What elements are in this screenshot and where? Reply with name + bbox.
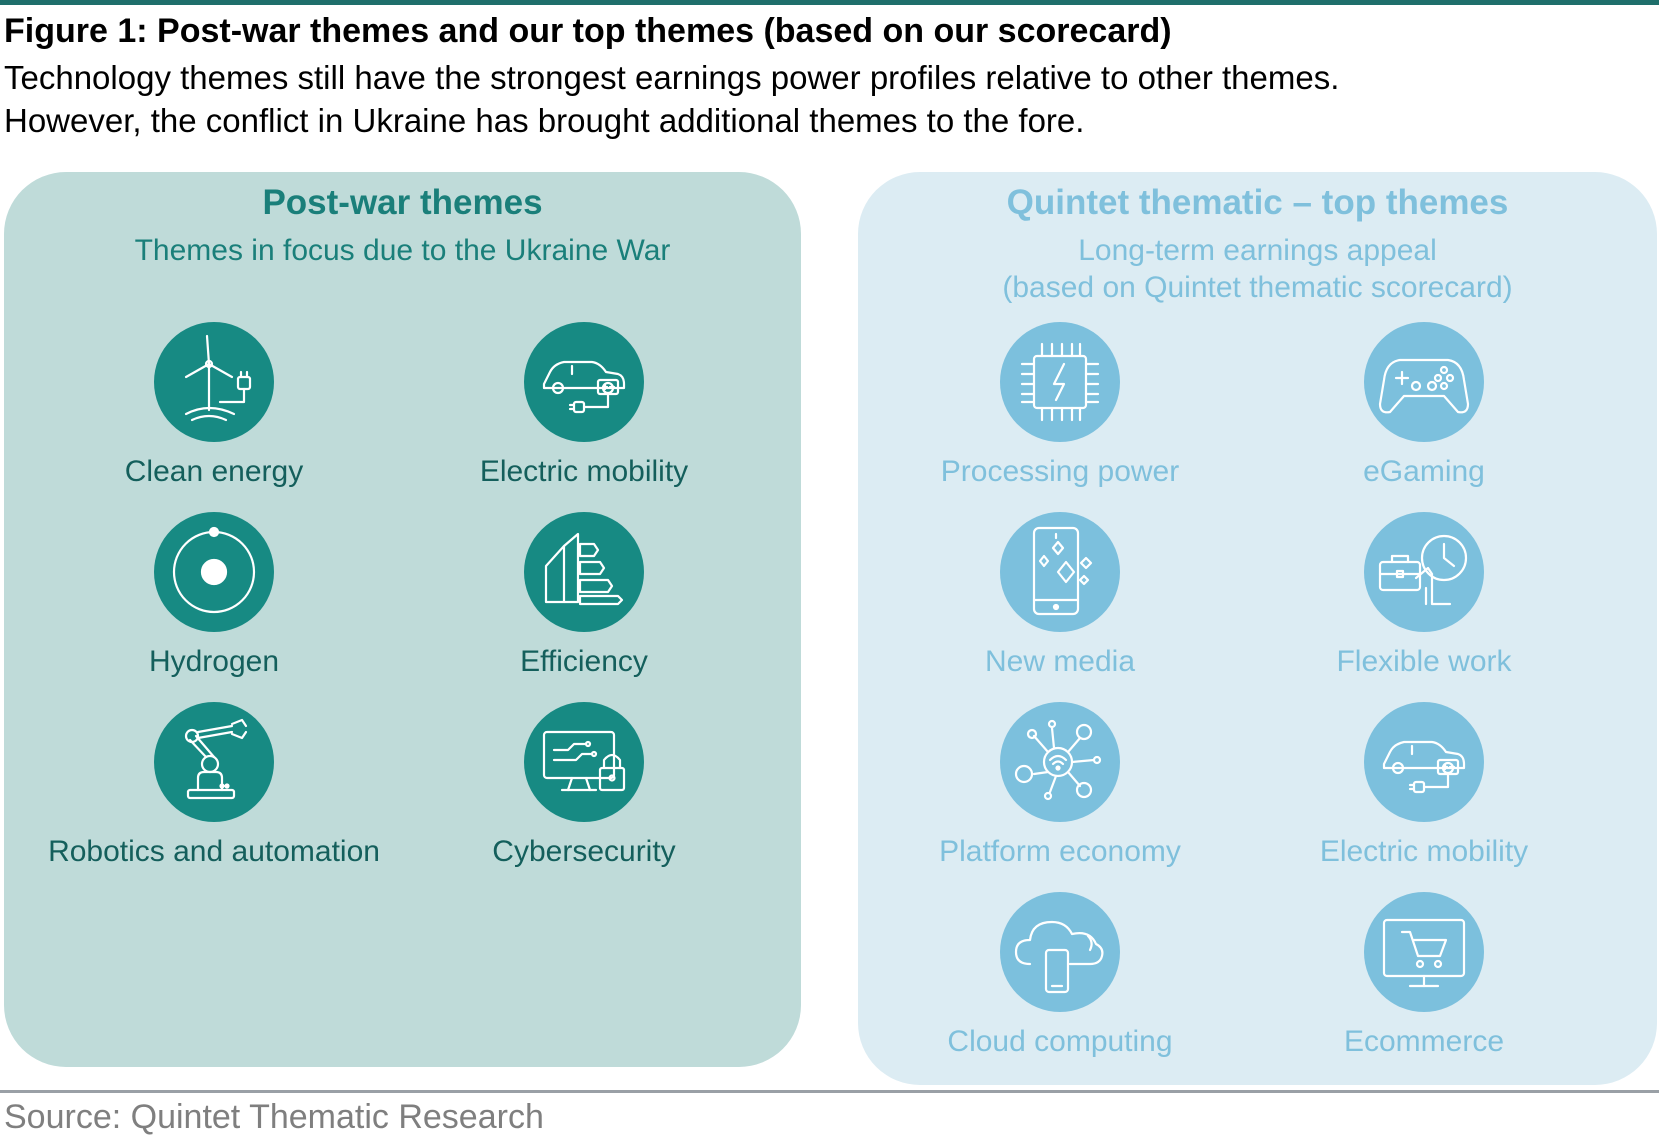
theme-label: eGaming — [1363, 455, 1485, 488]
figure-subtitle-line-2: However, the conflict in Ukraine has bro… — [4, 102, 1085, 139]
theme-label: Electric mobility — [1319, 835, 1529, 868]
theme-item: Platform economy — [870, 702, 1250, 892]
theme-label: Cybersecurity — [492, 835, 676, 868]
theme-label: Ecommerce — [1343, 1025, 1505, 1058]
theme-item: Electric mobility — [394, 322, 774, 512]
theme-label: Hydrogen — [148, 645, 280, 678]
game-controller-icon — [1364, 322, 1484, 442]
bottom-rule — [0, 1090, 1659, 1093]
theme-item: New media — [870, 512, 1250, 702]
theme-label: Cloud computing — [947, 1025, 1173, 1058]
post-war-themes-panel: Post-war themes Themes in focus due to t… — [4, 172, 801, 1067]
wind-turbine-plug-icon — [154, 322, 274, 442]
panel-subtitle: Long-term earnings appeal (based on Quin… — [858, 232, 1657, 306]
shopping-cart-screen-icon — [1364, 892, 1484, 1012]
network-hub-icon — [1000, 702, 1120, 822]
electric-car-icon — [524, 322, 644, 442]
electric-car-icon — [1364, 702, 1484, 822]
theme-item: Processing power — [870, 322, 1250, 512]
theme-item: Efficiency — [394, 512, 774, 702]
panel-title: Post-war themes — [262, 183, 543, 222]
theme-label: Electric mobility — [479, 455, 689, 488]
smartphone-media-icon — [1000, 512, 1120, 632]
theme-item: Clean energy — [24, 322, 404, 512]
theme-label: New media — [984, 645, 1136, 678]
monitor-lock-icon — [524, 702, 644, 822]
theme-item: Cloud computing — [870, 892, 1250, 1082]
theme-label: Efficiency — [520, 645, 648, 678]
theme-label: Processing power — [940, 455, 1180, 488]
theme-label: Robotics and automation — [48, 835, 380, 868]
theme-item: Robotics and automation — [24, 702, 404, 892]
theme-item: Electric mobility — [1234, 702, 1614, 892]
theme-item: Ecommerce — [1234, 892, 1614, 1082]
top-rule — [0, 0, 1659, 5]
energy-efficiency-house-icon — [524, 512, 644, 632]
panel-title: Quintet thematic – top themes — [1006, 183, 1509, 222]
robotic-arm-icon — [154, 702, 274, 822]
panel-subtitle-line-1: Long-term earnings appeal — [1078, 234, 1437, 267]
theme-label: Clean energy — [124, 455, 304, 488]
theme-label: Platform economy — [939, 835, 1181, 868]
panel-subtitle-line-2: (based on Quintet thematic scorecard) — [1002, 271, 1513, 304]
source-note: Source: Quintet Thematic Research — [4, 1098, 544, 1136]
cloud-phone-icon — [1000, 892, 1120, 1012]
theme-item: eGaming — [1234, 322, 1614, 512]
quintet-top-themes-panel: Quintet thematic – top themes Long-term … — [858, 172, 1657, 1085]
processor-chip-icon — [1000, 322, 1120, 442]
briefcase-clock-icon — [1364, 512, 1484, 632]
theme-label: Flexible work — [1336, 645, 1512, 678]
panel-subtitle: Themes in focus due to the Ukraine War — [134, 234, 671, 267]
figure-title: Figure 1: Post-war themes and our top th… — [4, 12, 1172, 50]
theme-item: Flexible work — [1234, 512, 1614, 702]
theme-item: Cybersecurity — [394, 702, 774, 892]
hydrogen-atom-icon — [154, 512, 274, 632]
theme-item: Hydrogen — [24, 512, 404, 702]
figure-subtitle-line-1: Technology themes still have the stronge… — [4, 59, 1340, 96]
figure-subtitle: Technology themes still have the stronge… — [4, 56, 1624, 142]
